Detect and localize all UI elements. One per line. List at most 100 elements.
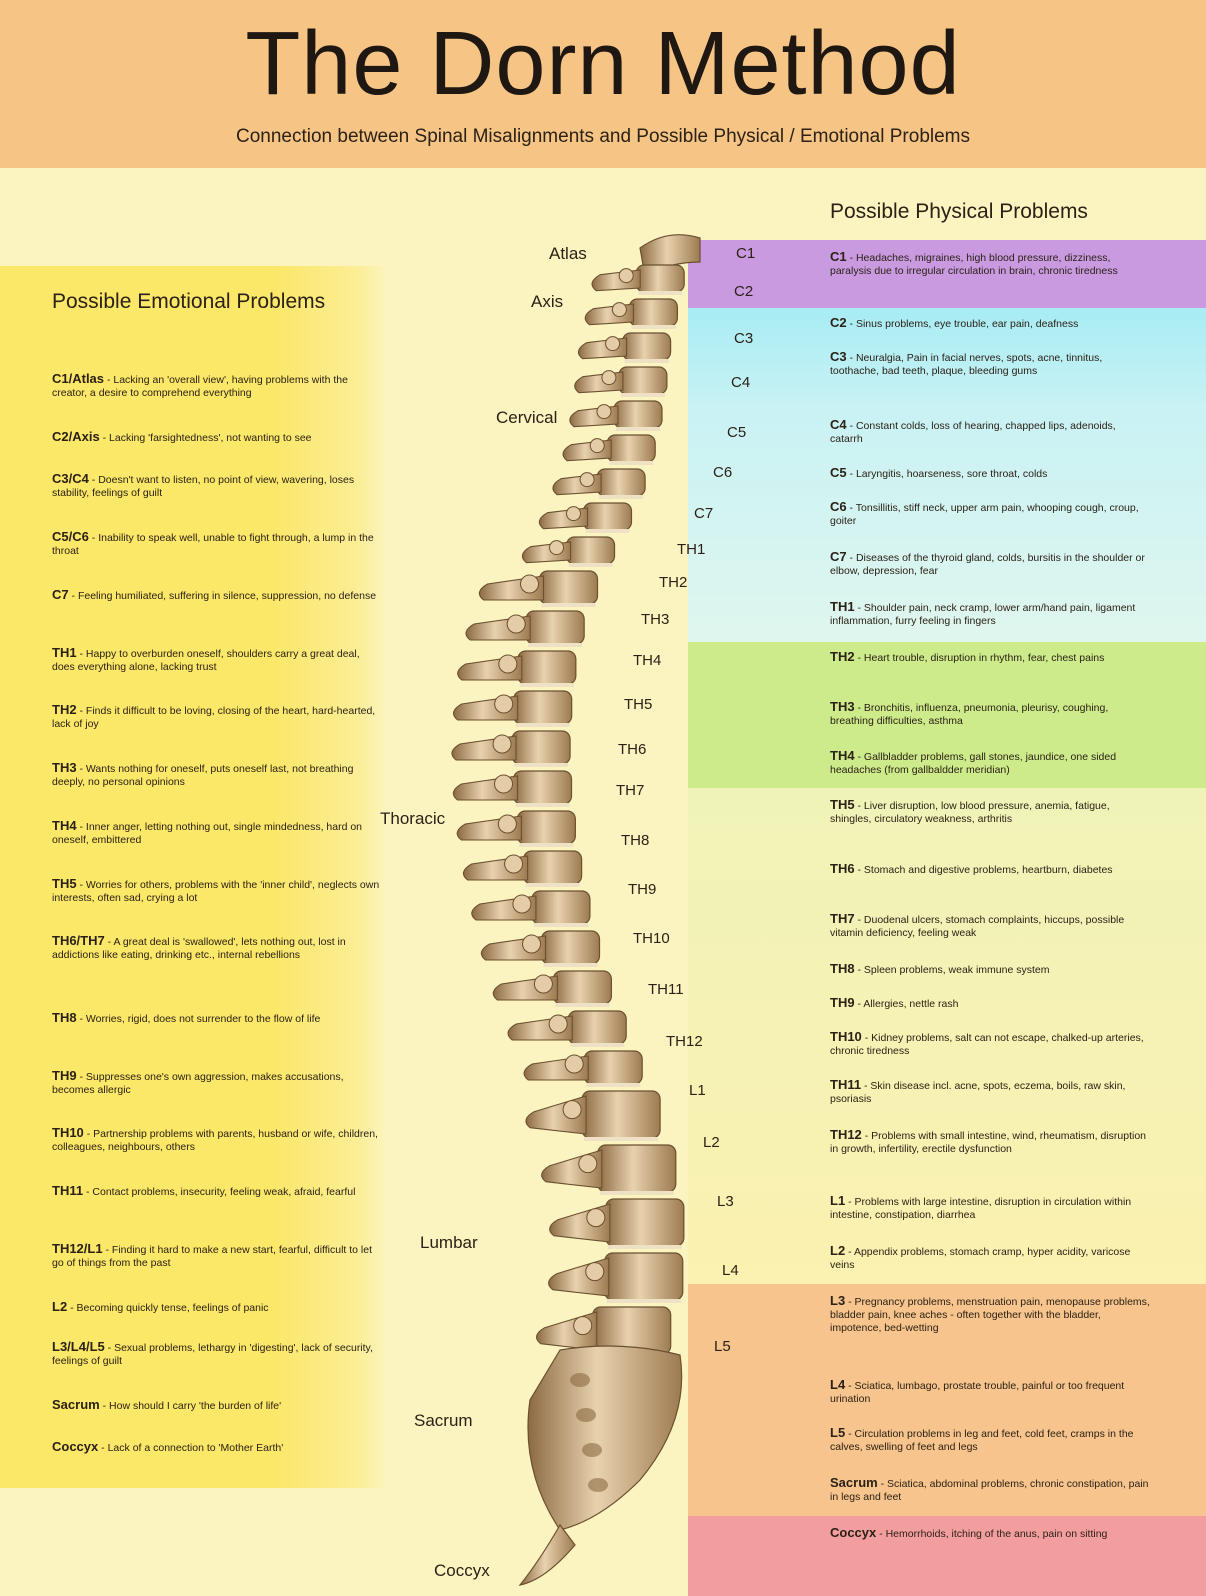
band-coccyx	[688, 1516, 1206, 1596]
physical-heading: Possible Physical Problems	[830, 200, 1088, 223]
emotional-item-th8: TH8 - Worries, rigid, does not surrender…	[52, 1010, 321, 1025]
page-title: The Dorn Method	[245, 14, 961, 114]
emotional-item-c3-c4: C3/C4 - Doesn't want to listen, no point…	[52, 471, 355, 499]
vertebra-label-l4: L4	[722, 1262, 739, 1279]
vertebra-body	[596, 468, 646, 497]
intervertebral-disc	[606, 1299, 681, 1303]
vertebra-body	[621, 332, 672, 361]
band-l3-sacrum	[688, 1284, 1206, 1516]
transverse-process	[549, 540, 565, 556]
physical-item-th12: TH12 - Problems with small intestine, wi…	[830, 1127, 1146, 1155]
physical-item-l4: L4 - Sciatica, lumbago, prostate trouble…	[830, 1377, 1125, 1405]
vertebra-body	[540, 930, 601, 965]
physical-item-c6: C6 - Tonsillitis, stiff neck, upper arm …	[830, 499, 1139, 527]
vertebra-label-th8: TH8	[621, 832, 650, 849]
intervertebral-disc	[533, 923, 588, 927]
physical-item-c7: C7 - Diseases of the thyroid gland, cold…	[830, 549, 1145, 577]
vertebra-body	[538, 570, 599, 605]
header-banner	[0, 0, 1206, 168]
transverse-process	[498, 654, 518, 674]
vertebra-body	[618, 366, 668, 395]
vertebra-body	[512, 770, 573, 805]
region-coccyx: Coccyx	[434, 1561, 490, 1580]
intervertebral-disc	[515, 723, 570, 727]
transverse-process	[586, 1208, 606, 1228]
physical-item-l1: L1 - Problems with large intestine, disr…	[830, 1193, 1132, 1221]
vertebra-label-l3: L3	[717, 1193, 734, 1210]
physical-item-th7: TH7 - Duodenal ulcers, stomach complaint…	[830, 911, 1125, 939]
intervertebral-disc	[599, 1191, 674, 1195]
intervertebral-disc	[624, 359, 669, 363]
transverse-process	[506, 614, 526, 634]
emotional-item-sacrum: Sacrum - How should I carry 'the burden …	[52, 1397, 282, 1412]
sacral-foramen	[588, 1478, 608, 1492]
physical-item-sacrum: Sacrum - Sciatica, abdominal problems, c…	[830, 1475, 1149, 1503]
vertebra-label-c1: C1	[736, 245, 756, 262]
intervertebral-disc	[584, 1137, 659, 1141]
vertebra-body	[517, 650, 577, 685]
physical-item-coccyx: Coccyx - Hemorrhoids, itching of the anu…	[830, 1525, 1108, 1540]
region-cervical: Cervical	[496, 408, 558, 427]
transverse-process	[494, 694, 514, 714]
intervertebral-disc	[541, 603, 596, 607]
vertebra-label-th1: TH1	[677, 541, 706, 558]
band-c3-th1	[688, 308, 1206, 642]
vertebra-label-l5: L5	[714, 1338, 731, 1355]
vertebra-label-th10: TH10	[633, 930, 670, 947]
intervertebral-disc	[514, 763, 569, 767]
emotional-item-th2: TH2 - Finds it difficult to be loving, c…	[52, 702, 376, 730]
vertebra-body	[525, 610, 585, 645]
transverse-process	[596, 404, 612, 420]
intervertebral-disc	[631, 325, 676, 329]
emotional-heading: Possible Emotional Problems	[52, 290, 326, 313]
physical-item-th2: TH2 - Heart trouble, disruption in rhyth…	[830, 649, 1105, 664]
physical-item-th8: TH8 - Spleen problems, weak immune syste…	[830, 961, 1050, 976]
intervertebral-disc	[525, 883, 580, 887]
intervertebral-disc	[515, 803, 570, 807]
vertebra-label-c6: C6	[713, 464, 733, 481]
intervertebral-disc	[585, 529, 630, 533]
physical-item-c5: C5 - Laryngitis, hoarseness, sore throat…	[830, 465, 1048, 480]
transverse-process	[492, 734, 512, 754]
transverse-process	[494, 774, 514, 794]
vertebra-label-th6: TH6	[618, 741, 647, 758]
vertebra-body	[552, 970, 613, 1005]
vertebra-label-c7: C7	[694, 505, 714, 522]
physical-item-th10: TH10 - Kidney problems, salt can not esc…	[830, 1029, 1144, 1057]
vertebra-label-th11: TH11	[648, 981, 684, 998]
intervertebral-disc	[519, 683, 574, 687]
intervertebral-disc	[570, 1043, 625, 1047]
intervertebral-disc	[616, 427, 660, 431]
vertebra-body	[513, 690, 573, 725]
intervertebral-disc	[586, 1083, 641, 1087]
physical-item-c4: C4 - Constant colds, loss of hearing, ch…	[830, 417, 1116, 445]
vertebra-label-th5: TH5	[624, 696, 653, 713]
transverse-process	[520, 574, 540, 594]
region-atlas: Atlas	[549, 244, 587, 263]
transverse-process	[548, 1014, 568, 1034]
transverse-process	[585, 1262, 605, 1282]
vertebra-body	[613, 400, 663, 429]
transverse-process	[601, 370, 617, 386]
physical-item-l2: L2 - Appendix problems, stomach cramp, h…	[830, 1243, 1131, 1271]
transverse-process	[533, 974, 553, 994]
sacral-foramen	[576, 1408, 596, 1422]
vertebra-label-th12: TH12	[666, 1033, 703, 1050]
region-sacrum: Sacrum	[414, 1411, 473, 1430]
physical-item-th1: TH1 - Shoulder pain, neck cramp, lower a…	[830, 599, 1136, 627]
vertebra-label-c4: C4	[731, 374, 751, 391]
physical-item-th11: TH11 - Skin disease incl. acne, spots, e…	[830, 1077, 1126, 1105]
emotional-item-l2: L2 - Becoming quickly tense, feelings of…	[52, 1299, 269, 1314]
vertebra-label-l1: L1	[689, 1082, 706, 1099]
intervertebral-disc	[599, 495, 644, 499]
transverse-process	[504, 854, 524, 874]
emotional-item-th10: TH10 - Partnership problems with parents…	[52, 1125, 378, 1153]
transverse-process	[579, 472, 595, 488]
band-c1-c2	[688, 240, 1206, 308]
physical-item-th4: TH4 - Gallbladder problems, gall stones,…	[830, 748, 1117, 776]
coccyx-bone	[518, 1523, 576, 1586]
physical-item-l5: L5 - Circulation problems in leg and fee…	[830, 1425, 1134, 1453]
band-th2-th4	[688, 642, 1206, 788]
intervertebral-disc	[568, 563, 613, 567]
